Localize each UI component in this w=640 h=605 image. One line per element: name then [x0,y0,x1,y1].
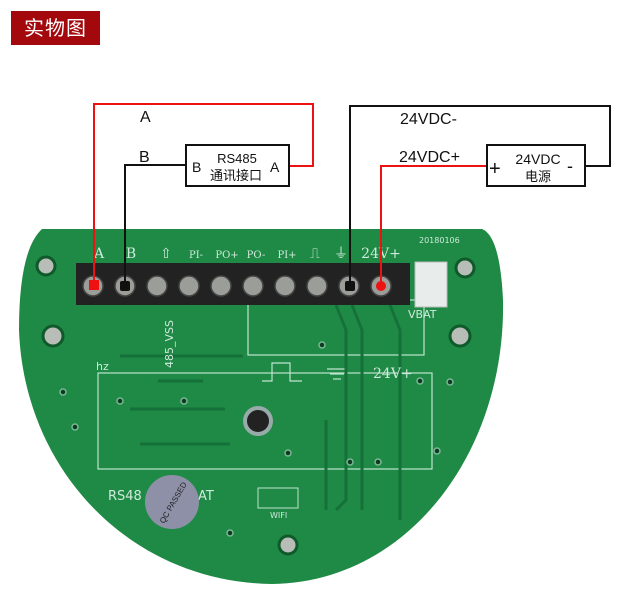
power-silk-label: 24V+ [373,366,413,382]
terminal-label-a: A [93,246,105,262]
rs485-interface-box: B A RS485 通讯接口 [185,144,290,187]
terminal-label-po-plus: PO+ [215,250,238,261]
rs485-pin-a: A [270,159,280,175]
power-supply-box: + - 24VDC 电源 [486,144,586,187]
wire-pos-red [380,165,487,286]
vss-label: 485_VSS [163,320,176,368]
terminal-label-pi-plus: PI+ [277,250,296,261]
mounting-holes [35,255,476,556]
power-subtitle: 电源 [525,169,551,184]
terminal-label-po-minus: PO- [247,250,266,261]
wire-b-label: B [139,149,150,166]
wifi-footprint [257,487,299,509]
power-minus: - [567,156,573,176]
qc-sticker: QC PASSED [145,475,199,529]
terminal-label-shield: ⇧ [160,246,172,262]
rs485-title: RS485 [217,151,257,166]
terminal-pos-marker [376,281,386,291]
vbat-label: VBAT [408,308,437,321]
terminal-label-pi-minus: PI- [189,250,203,261]
wire-neg-black [349,105,611,286]
vbat-connector [414,261,448,308]
pcb-vias [59,341,454,537]
hz-label: hz [96,360,109,373]
model-label-right: AT [198,489,214,504]
wire-a-red [93,103,314,286]
terminal-b-marker [120,281,130,291]
model-label-left: RS48 [108,489,142,504]
wire-neg-label: 24VDC- [400,111,457,128]
wifi-label: WIFI [270,511,287,520]
terminal-a-marker [89,280,99,290]
terminal-label-ground: ⏚ [334,246,348,262]
terminal-label-b: B [126,246,136,262]
power-title: 24VDC [515,151,560,167]
wire-pos-label: 24VDC+ [399,149,460,166]
rs485-subtitle: 通讯接口 [210,168,262,183]
section-title: 实物图 [11,11,100,45]
terminal-neg-marker [345,281,355,291]
rs485-pin-b: B [192,159,201,175]
center-hole [243,406,273,436]
date-code: 20180106 [419,236,460,245]
wire-b-black [124,164,186,286]
power-plus: + [489,158,501,180]
wire-a-label: A [140,109,151,126]
terminal-label-pulse: ⎍ [310,246,320,262]
pcb-traces [120,304,402,520]
